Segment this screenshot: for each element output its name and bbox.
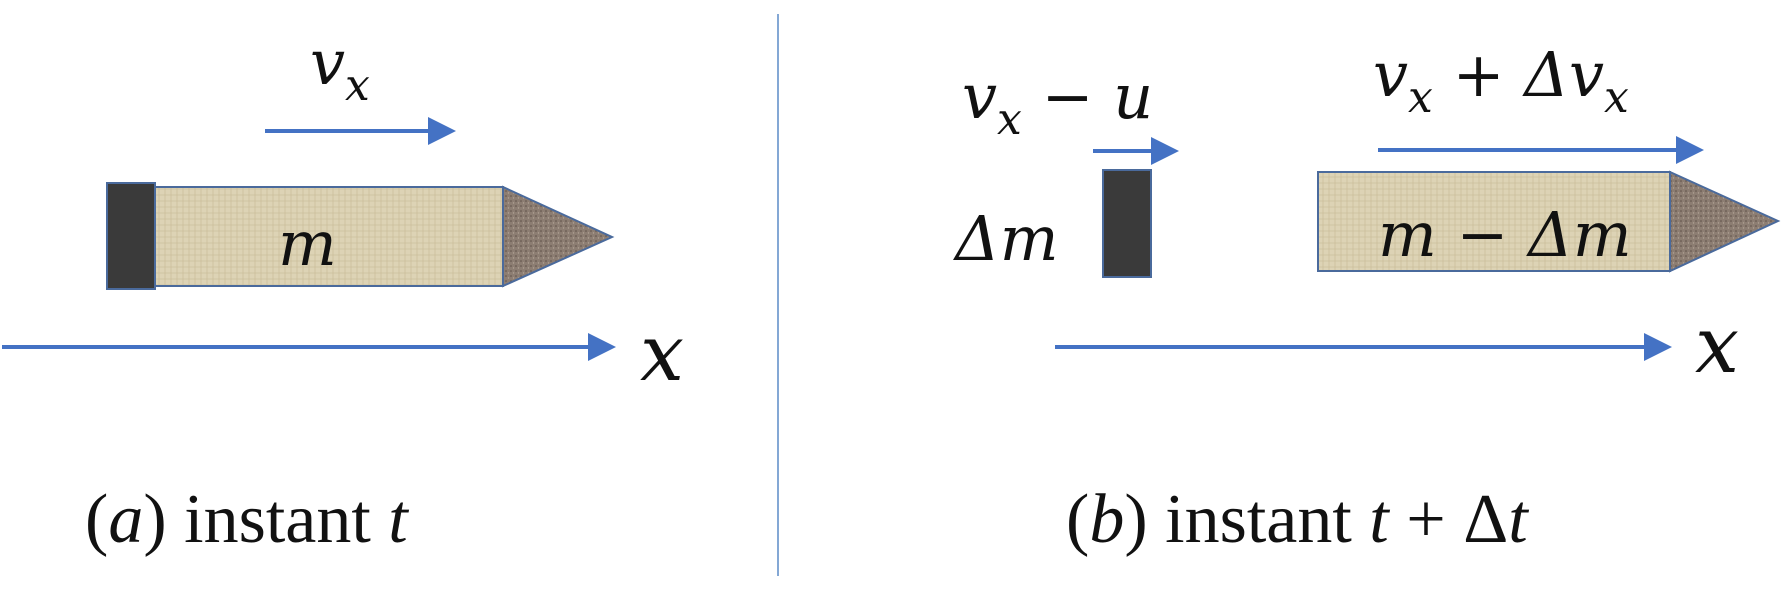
rocket-a: m (106, 182, 615, 290)
caption-open-paren: ( (85, 481, 108, 558)
caption-open-paren: ( (1066, 481, 1089, 558)
velocity-symbol: v (310, 26, 345, 99)
x-axis-label-a: x (640, 309, 684, 399)
rocket-nose (502, 185, 615, 288)
rocket-velocity-delta-symbol: v (1569, 38, 1604, 111)
ejected-velocity-rest: − u (1022, 60, 1153, 133)
caption-close-paren: ) (143, 481, 166, 558)
rocket-body (1317, 171, 1671, 272)
velocity-label-a: vx (310, 26, 370, 111)
caption-var: t (388, 481, 409, 558)
ejected-velocity-subscript: x (997, 94, 1022, 145)
caption-text: instant (1148, 481, 1370, 558)
mass-label-a: m (278, 207, 337, 280)
caption-text: instant (167, 481, 389, 558)
caption-b: (b) instant t + Δt (1066, 481, 1529, 558)
panel-b: vx − u Δm vx + Δvx m − Δm x (b) instant … (953, 38, 1781, 558)
caption-rest: + Δ (1389, 481, 1509, 558)
rocket-velocity-delta-subscript: x (1604, 72, 1629, 123)
rocket-velocity-mid: + Δ (1433, 38, 1569, 111)
x-axis-label-b: x (1695, 301, 1739, 391)
panel-a: vx m x (a) instant t (2, 26, 684, 558)
rocket-velocity-subscript: x (1408, 72, 1433, 123)
ejected-velocity-symbol: v (962, 60, 997, 133)
rocket-velocity-label: vx + Δvx (1373, 38, 1629, 123)
caption-a: (a) instant t (85, 481, 409, 558)
caption-var: t (1369, 481, 1390, 558)
rocket-nozzle (106, 182, 156, 290)
ejected-mass-label: Δm (953, 202, 1059, 275)
caption-tag: b (1089, 481, 1124, 558)
rocket-mass-label-b: m − Δm (1378, 198, 1632, 271)
caption-var2: t (1508, 481, 1529, 558)
rocket-velocity-symbol: v (1373, 38, 1408, 111)
caption-tag: a (108, 481, 143, 558)
rocket-nose (1669, 170, 1781, 273)
ejected-velocity-label: vx − u (962, 60, 1153, 145)
caption-close-paren: ) (1124, 481, 1147, 558)
ejected-mass-block (1102, 169, 1152, 278)
rocket-b: m − Δm (1317, 170, 1781, 273)
velocity-subscript: x (345, 60, 370, 111)
